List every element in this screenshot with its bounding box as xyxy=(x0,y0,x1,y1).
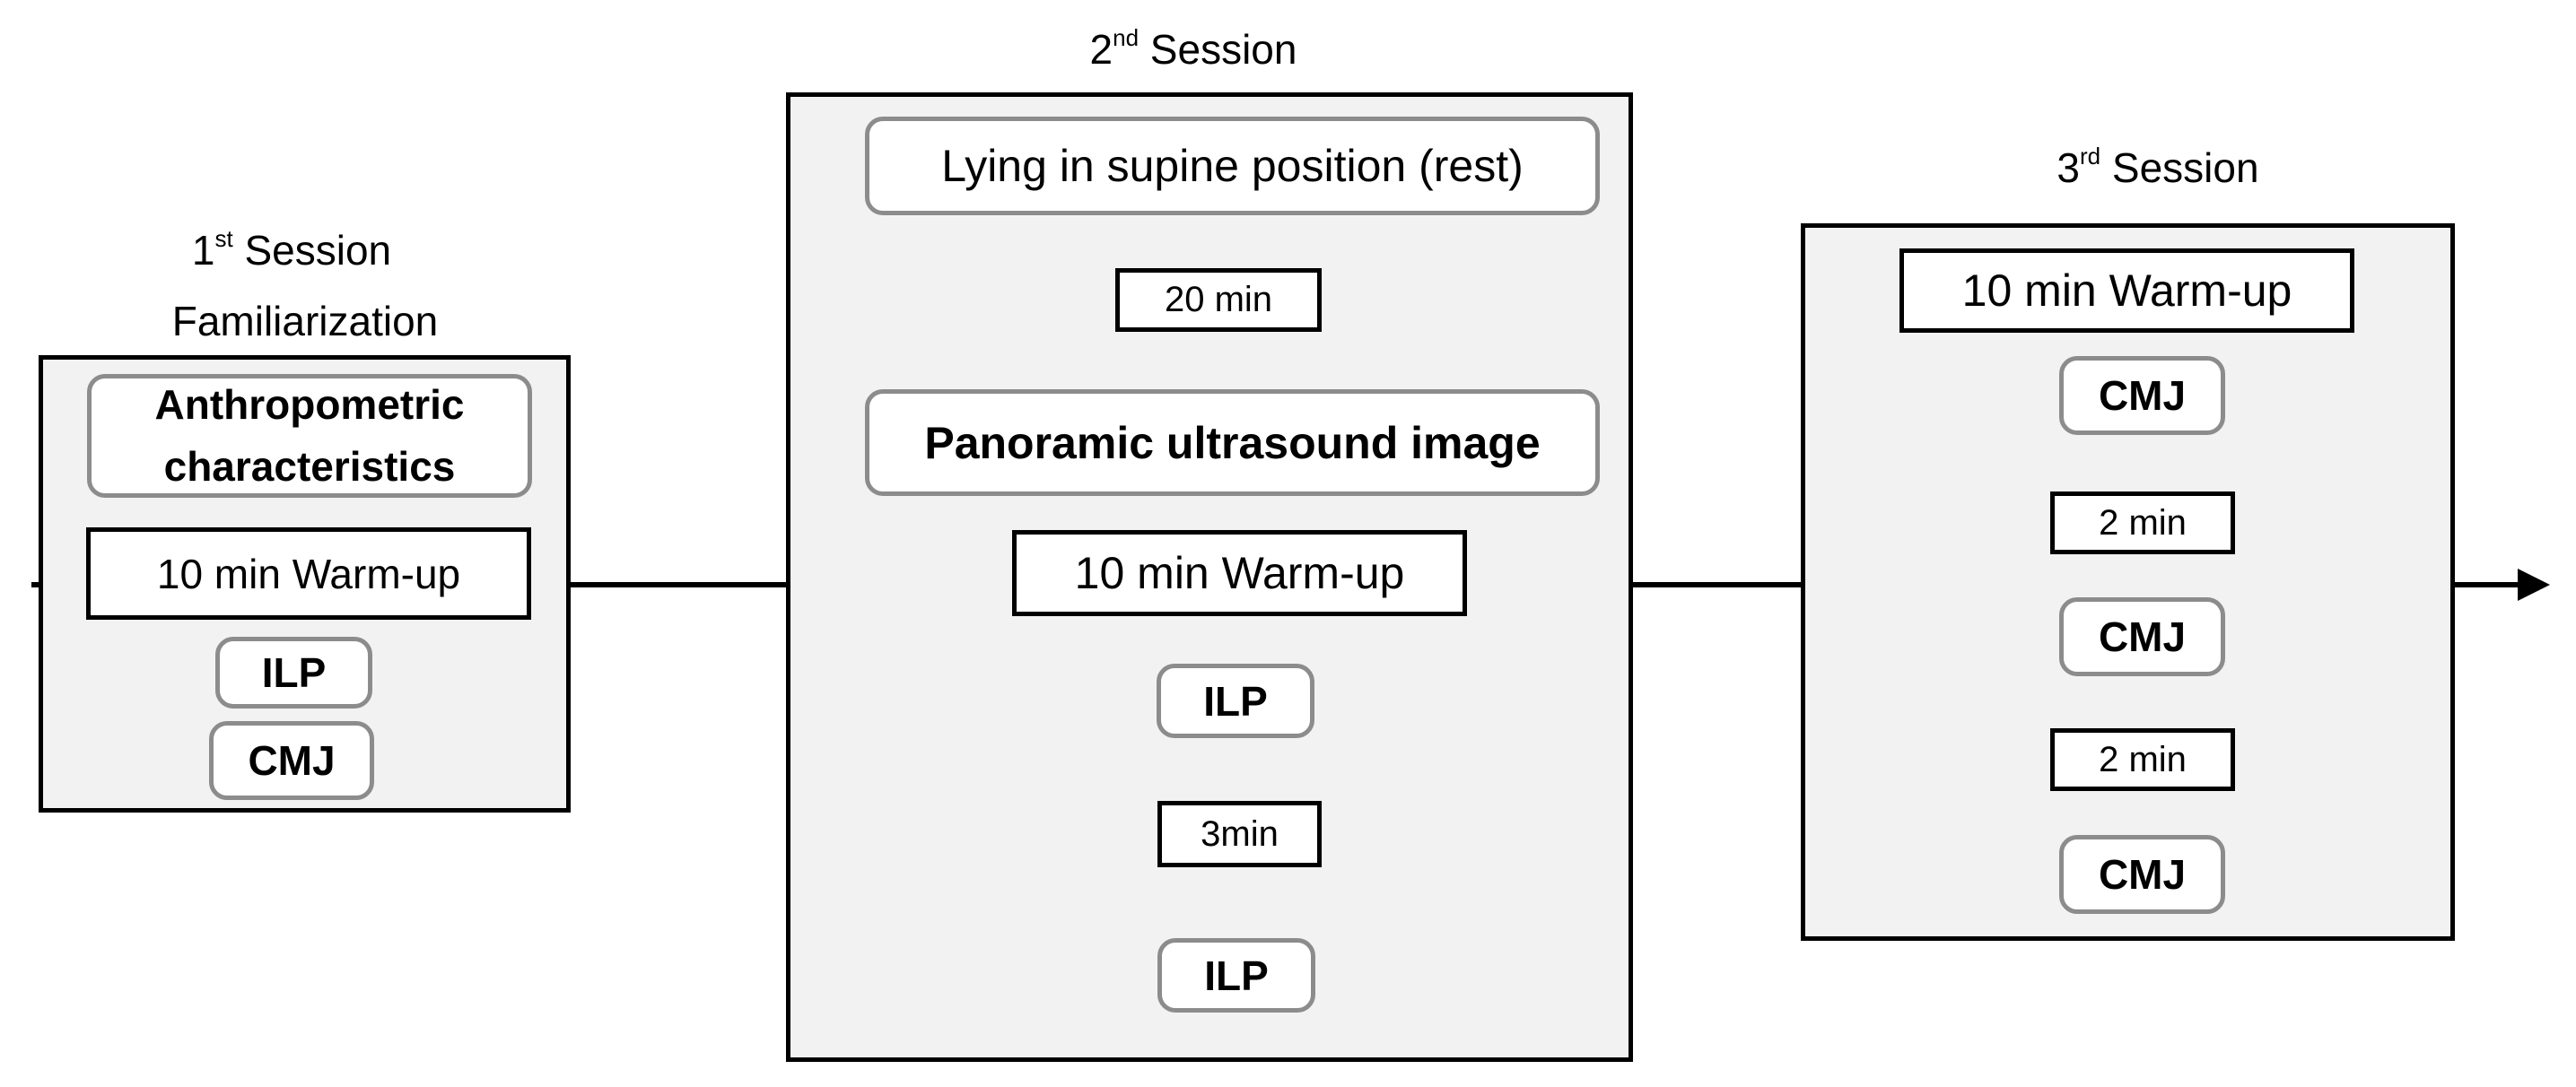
warmup-step: 10 min Warm-up xyxy=(86,527,531,620)
cmj-step: CMJ xyxy=(2059,597,2225,676)
rest-interval-label: 3min xyxy=(1157,801,1322,867)
session-3-panel xyxy=(1801,223,2455,941)
rest-interval-label: 2 min xyxy=(2050,728,2235,791)
session-1-subtitle: Familiarization xyxy=(171,298,439,344)
ultrasound-step: Panoramic ultrasound image xyxy=(865,389,1600,496)
warmup-step: 10 min Warm-up xyxy=(1899,248,2354,333)
session-2-title: 2nd Session xyxy=(1089,24,1297,73)
anthropometric-step: Anthropometric characteristics xyxy=(87,374,532,498)
rest-step: Lying in supine position (rest) xyxy=(865,117,1600,215)
cmj-step: CMJ xyxy=(2059,835,2225,914)
session-3-title: 3rd Session xyxy=(2056,143,2259,191)
session-1-title: 1st Session xyxy=(191,225,392,274)
ilp-step: ILP xyxy=(1157,664,1314,738)
rest-interval-label: 2 min xyxy=(2050,491,2235,554)
ilp-step: ILP xyxy=(1157,938,1315,1013)
warmup-step: 10 min Warm-up xyxy=(1012,530,1467,616)
cmj-step: CMJ xyxy=(209,721,374,800)
ilp-step: ILP xyxy=(215,637,372,709)
cmj-step: CMJ xyxy=(2059,356,2225,435)
rest-interval-label: 20 min xyxy=(1115,268,1322,332)
